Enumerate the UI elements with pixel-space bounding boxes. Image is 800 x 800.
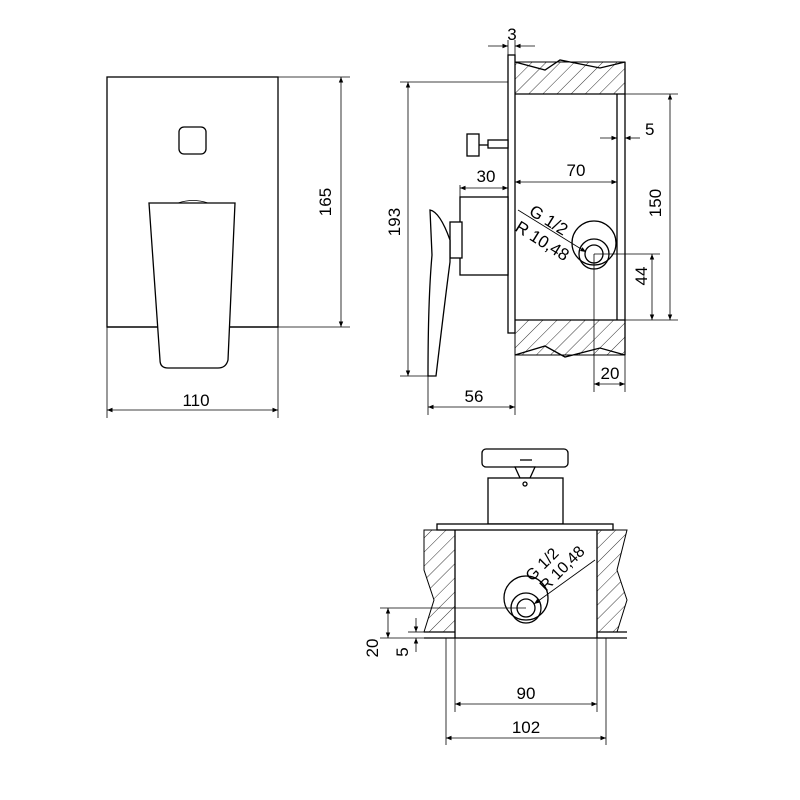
bottom-handle-cap	[481, 448, 569, 468]
dim-height-165: 165	[316, 188, 335, 216]
diverter-button	[178, 126, 207, 155]
bottom-outlet-port	[503, 575, 549, 621]
valve-body	[459, 196, 509, 276]
dim-5-side: 5	[645, 120, 654, 139]
dim-width-110: 110	[182, 391, 209, 410]
dim-30: 30	[477, 167, 496, 186]
bottom-wall-left	[423, 529, 456, 633]
dim-90: 90	[517, 684, 536, 703]
diverter-knob	[466, 133, 480, 157]
side-view: G 1/2 R 10,48 3 5 70 30 193 150 44	[385, 25, 678, 415]
bottom-wall-right	[596, 529, 628, 633]
bottom-view: G 1/2 R 10,48 20 5 90 102	[363, 448, 628, 745]
dim-193: 193	[385, 208, 404, 236]
dim-70: 70	[567, 161, 586, 180]
dim-20-side: 20	[601, 364, 620, 383]
dim-56: 56	[465, 387, 484, 406]
side-plate	[507, 54, 516, 334]
dim-20-bottom: 20	[363, 639, 382, 658]
front-view: 110 165	[106, 76, 350, 418]
dim-150: 150	[646, 189, 665, 217]
dim-102: 102	[512, 718, 540, 737]
dim-5-bottom: 5	[393, 647, 412, 656]
dim-3: 3	[507, 25, 516, 44]
bottom-valve-body	[487, 477, 564, 525]
dim-44: 44	[632, 267, 651, 286]
side-lever	[427, 209, 451, 377]
lever-handle	[148, 202, 236, 369]
